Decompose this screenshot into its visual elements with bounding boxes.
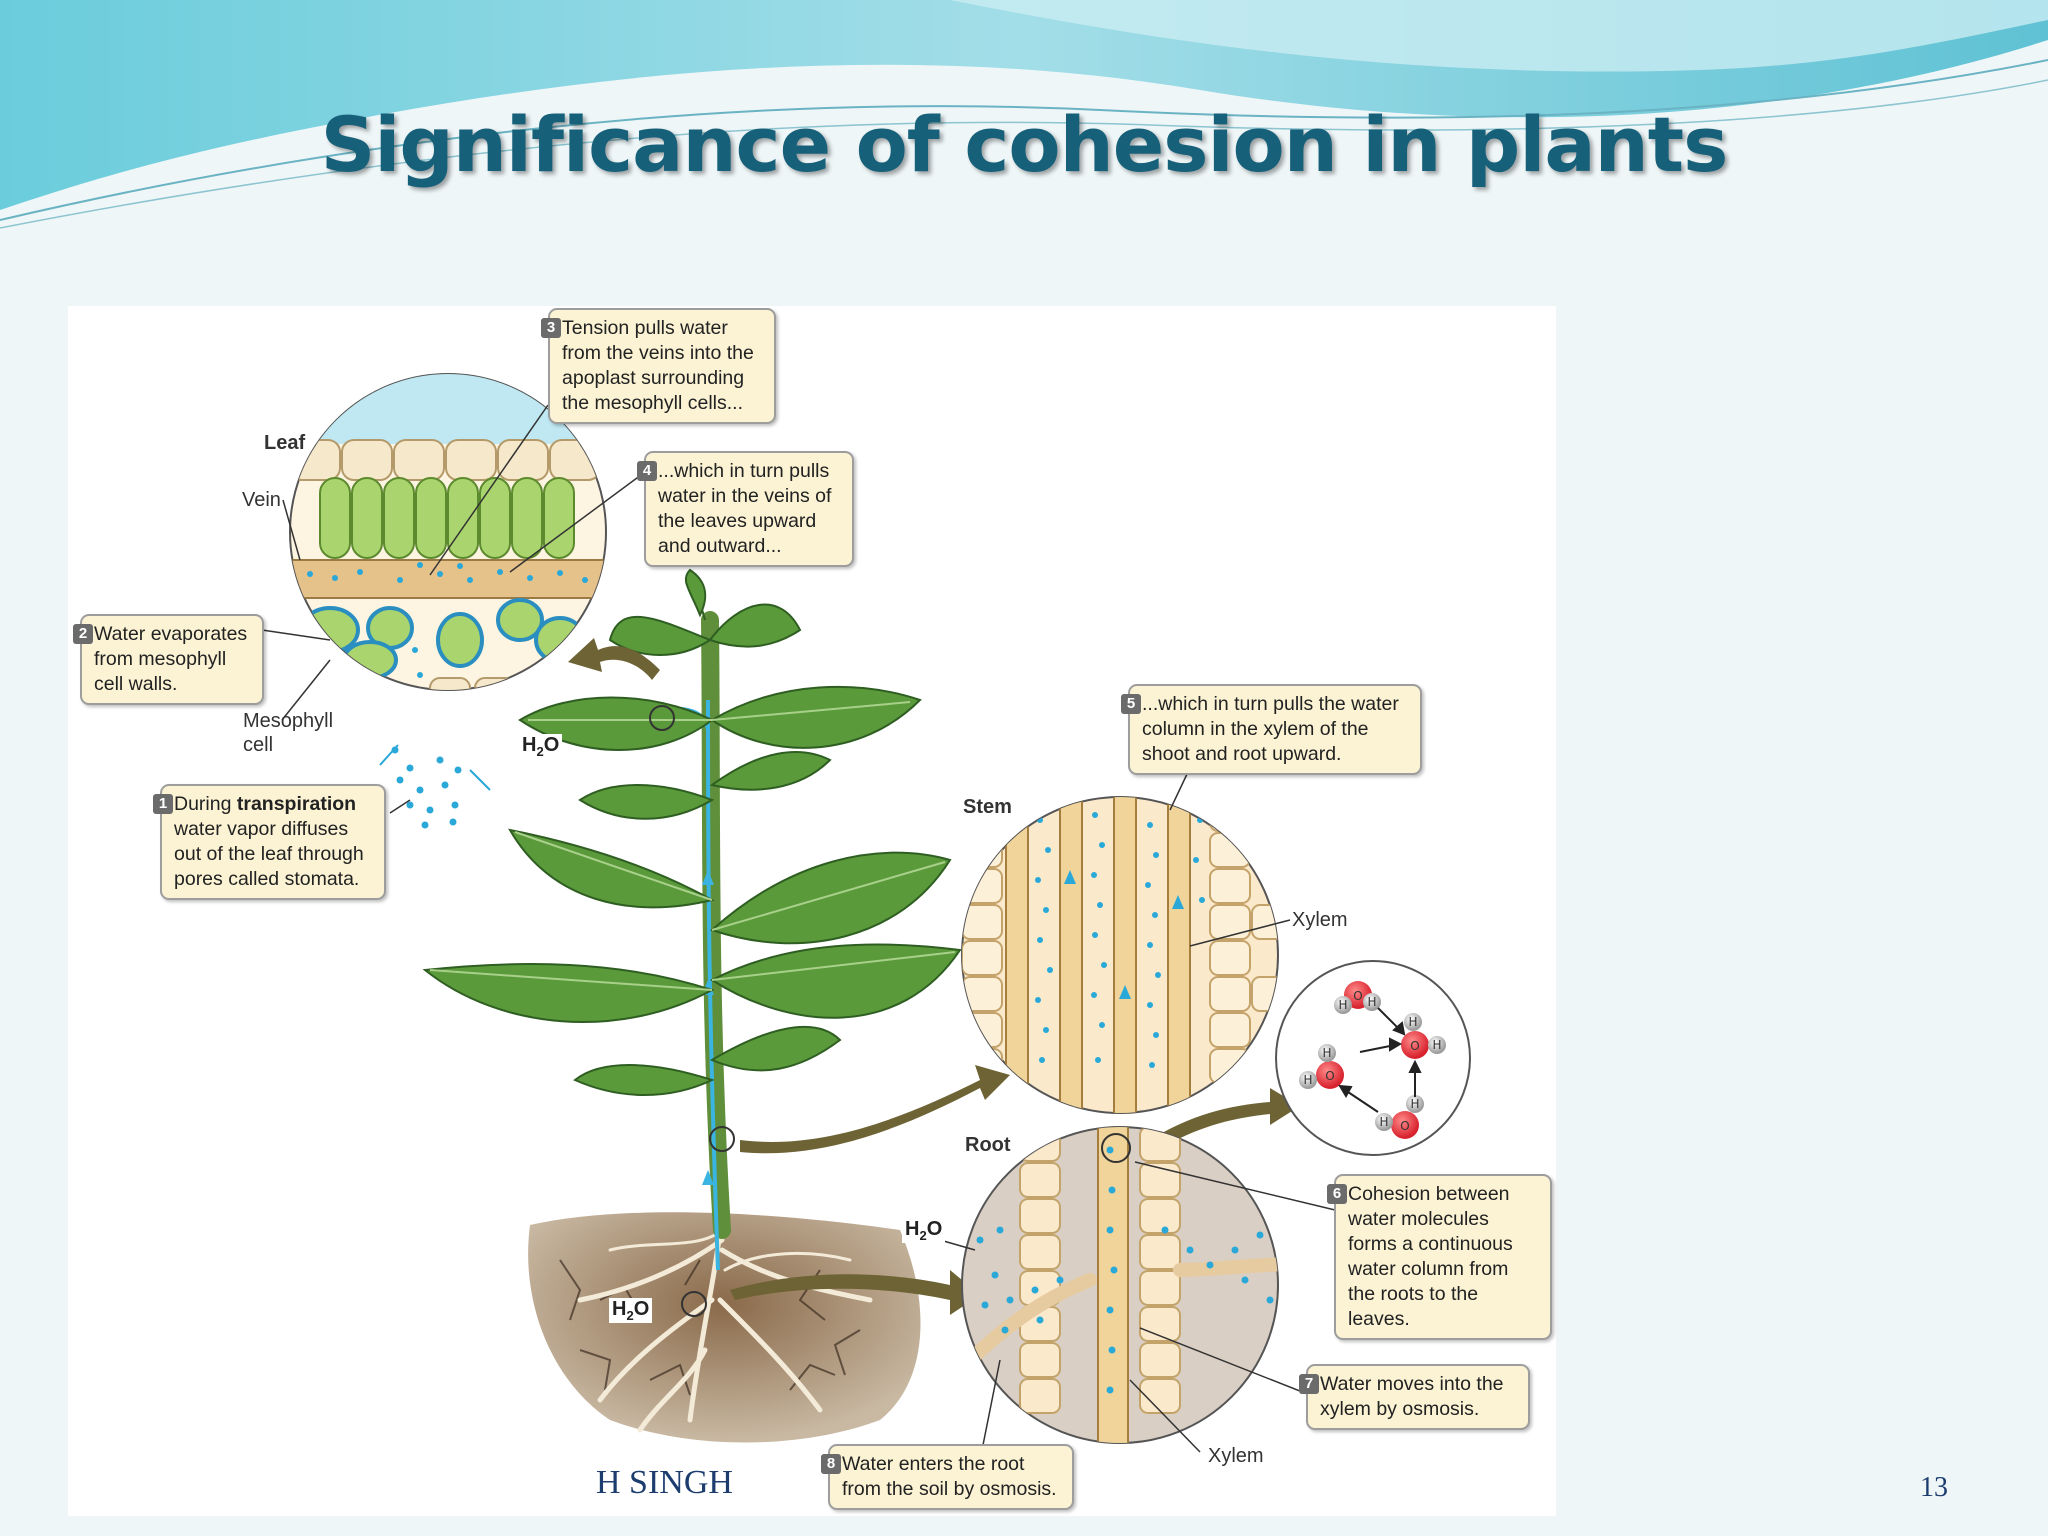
- callout-text: Water evaporates from mesophyll cell wal…: [94, 623, 248, 695]
- svg-text:H: H: [1338, 998, 1347, 1012]
- callout-text: ...which in turn pulls water in the vein…: [658, 460, 832, 557]
- step-number: 2: [73, 624, 93, 644]
- xylem-root-label: Xylem: [1208, 1445, 1264, 1467]
- svg-text:O: O: [1410, 1039, 1419, 1053]
- callout-8-root-entry: 8 Water enters the root from the soil by…: [821, 1444, 1074, 1510]
- stem-label: Stem: [963, 796, 1012, 818]
- footer-author: H SINGH: [596, 1464, 733, 1501]
- step-number: 3: [541, 318, 561, 338]
- callout-text: Water moves into the xylem by osmosis.: [1320, 1373, 1504, 1420]
- page-number: 13: [1920, 1472, 1948, 1503]
- soil: [528, 1212, 921, 1443]
- svg-text:H: H: [1408, 1015, 1417, 1029]
- h2o-leaf-label: H2O: [519, 734, 563, 759]
- callout-text: water vapor diffuses out of the leaf thr…: [174, 818, 364, 890]
- callout-bold-term: transpiration: [236, 793, 357, 815]
- step-number: 6: [1327, 1184, 1347, 1204]
- callout-5-xylem-column: 5 ...which in turn pulls the water colum…: [1121, 684, 1422, 775]
- callout-text: Water enters the root from the soil by o…: [842, 1453, 1057, 1500]
- callout-text: ...which in turn pulls the water column …: [1142, 693, 1399, 765]
- callout-3-tension: 3 Tension pulls water from the veins int…: [541, 308, 776, 424]
- plant-leaves: [422, 568, 962, 1096]
- vein-label: Vein: [242, 489, 281, 511]
- svg-text:O: O: [1325, 1069, 1334, 1083]
- slide-title: Significance of cohesion in plants: [320, 100, 1729, 189]
- callout-text: During: [174, 793, 237, 815]
- root-cross-section: [961, 1126, 1279, 1444]
- xylem-stem-label: Xylem: [1292, 909, 1348, 931]
- root-label: Root: [965, 1134, 1011, 1156]
- callout-text: Cohesion between water molecules forms a…: [1348, 1183, 1513, 1330]
- mesophyll-label-line1: Mesophyll: [243, 710, 334, 732]
- leaf-label: Leaf: [264, 432, 306, 454]
- step-number: 1: [153, 794, 173, 814]
- callout-7-osmosis-xylem: 7 Water moves into the xylem by osmosis.: [1299, 1364, 1530, 1430]
- vapor-dots: [391, 746, 462, 829]
- callout-2-evaporation: 2 Water evaporates from mesophyll cell w…: [73, 614, 264, 705]
- plant-stem: [701, 611, 731, 1239]
- step-number: 7: [1299, 1374, 1319, 1394]
- step-number: 8: [821, 1454, 841, 1474]
- callout-text: Tension pulls water from the veins into …: [562, 317, 754, 414]
- leader-lines: [261, 404, 1336, 1461]
- callout-6-cohesion: 6 Cohesion between water molecules forms…: [1327, 1174, 1552, 1340]
- svg-text:O: O: [1400, 1119, 1409, 1133]
- svg-text:H: H: [1379, 1115, 1388, 1129]
- svg-text:H: H: [1367, 995, 1376, 1009]
- svg-text:H: H: [1432, 1038, 1441, 1052]
- header-wave-decoration: [0, 0, 2048, 229]
- callout-1-transpiration: 1 During transpiration water vapor diffu…: [153, 784, 386, 900]
- mesophyll-label-line2: cell: [243, 734, 274, 756]
- vapor-arrows: [379, 744, 491, 791]
- water-molecule-4: [1375, 1095, 1424, 1139]
- water-molecule-1: [1334, 981, 1381, 1014]
- step-number: 4: [637, 461, 657, 481]
- svg-text:H: H: [1322, 1046, 1331, 1060]
- magnifier-markers: [649, 705, 735, 1317]
- stem-cross-section: [961, 796, 1279, 1114]
- svg-text:O: O: [1353, 989, 1362, 1003]
- svg-text:H: H: [1303, 1073, 1312, 1087]
- h2o-soil-label: H2O: [609, 1298, 653, 1323]
- svg-text:H: H: [1410, 1097, 1419, 1111]
- zoom-arrows: [568, 638, 1300, 1315]
- leaf-cross-section: [289, 373, 607, 691]
- water-molecule-2: [1401, 1013, 1446, 1059]
- step-number: 5: [1121, 694, 1141, 714]
- water-molecule-3: [1299, 1044, 1344, 1089]
- h2o-root-label: H2O: [902, 1218, 946, 1243]
- callout-4-veins: 4 ...which in turn pulls water in the ve…: [637, 451, 854, 567]
- water-molecules-cohesion: O H H O H H O H H O H H: [1275, 960, 1471, 1156]
- leaf-veins: [429, 701, 956, 991]
